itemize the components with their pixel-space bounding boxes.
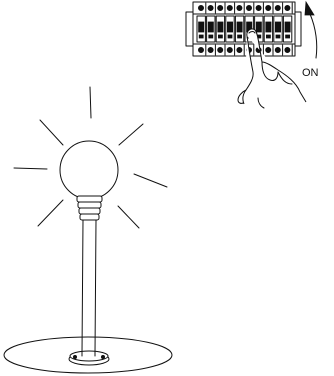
- bulb-socket: [76, 195, 103, 221]
- terminal-screw: [236, 5, 243, 11]
- light-rays: [13, 86, 168, 229]
- terminal-screw: [236, 47, 243, 54]
- lamp-base: [68, 350, 110, 366]
- terminal-screw: [265, 5, 272, 11]
- breaker-lever: [265, 21, 272, 33]
- breaker-lever: [284, 21, 291, 33]
- terminal-screw: [274, 5, 281, 11]
- breaker-indicator: [227, 34, 233, 39]
- terminal-screw: [265, 47, 272, 54]
- breaker-panel: [185, 1, 302, 57]
- terminal-screw: [226, 47, 233, 54]
- terminal-screw: [217, 47, 224, 54]
- breaker-modules: [196, 15, 293, 43]
- terminal-screw: [197, 5, 204, 11]
- light-bulb-icon: [59, 140, 119, 200]
- lamp-pole: [81, 219, 97, 355]
- ground-ellipse: [3, 336, 173, 374]
- on-label: ON: [302, 67, 319, 79]
- terminal-screw: [255, 5, 262, 11]
- rotate-arrow-icon: [304, 0, 318, 59]
- breaker-lever: [226, 21, 233, 33]
- terminal-screw: [274, 47, 281, 54]
- breaker-indicator: [217, 34, 223, 39]
- terminal-screw: [197, 47, 204, 54]
- breaker-indicator: [265, 34, 271, 39]
- top-terminal-screws: [197, 2, 293, 14]
- breaker-indicator: [237, 34, 243, 39]
- terminal-screw: [245, 5, 252, 11]
- lamp: [3, 86, 173, 374]
- terminal-screw: [207, 47, 214, 54]
- breaker-lever: [217, 21, 224, 33]
- breaker-lever: [274, 21, 281, 33]
- breaker-indicator: [275, 34, 281, 39]
- breaker-lever: [255, 21, 262, 33]
- terminal-screw: [284, 47, 291, 54]
- breaker-indicator: [198, 34, 204, 39]
- terminal-screw: [207, 5, 214, 11]
- breaker-lever: [236, 21, 243, 33]
- breaker-lever: [198, 21, 205, 33]
- terminal-screw: [226, 5, 233, 11]
- breaker-lever: [207, 21, 214, 33]
- terminal-screw: [217, 5, 224, 11]
- hand-icon: [237, 28, 307, 109]
- terminal-screw: [284, 5, 291, 11]
- breaker-indicator: [208, 34, 214, 39]
- breaker-indicator: [285, 34, 291, 39]
